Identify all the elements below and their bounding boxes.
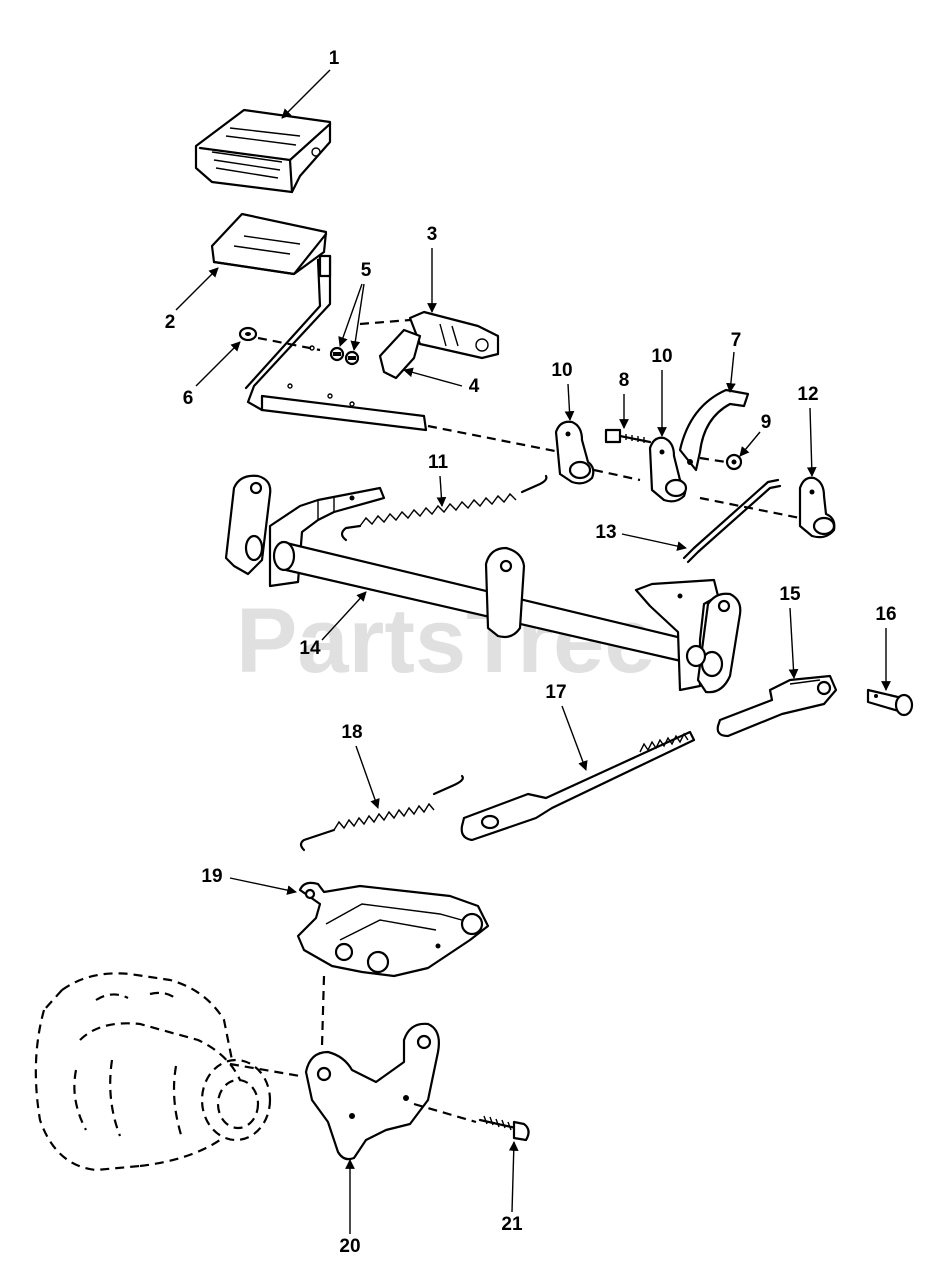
- part-13-rod: [682, 478, 782, 564]
- axle-housing-outline: [34, 972, 272, 1172]
- label-1: 1: [329, 48, 340, 69]
- part-5-nuts: [329, 346, 360, 366]
- part-8-bolt: [604, 428, 652, 444]
- callout-7: 7: [726, 330, 742, 393]
- label-12: 12: [797, 384, 818, 405]
- label-3: 3: [427, 224, 438, 245]
- callout-5: 5: [338, 260, 372, 351]
- part-3-bracket: [359, 310, 500, 380]
- callout-16: 16: [875, 604, 897, 691]
- callout-3: 3: [427, 224, 438, 313]
- label-18: 18: [341, 722, 362, 743]
- callout-4: 4: [403, 367, 480, 397]
- part-14-cross-shaft: [224, 474, 742, 694]
- label-6: 6: [183, 388, 194, 409]
- part-6-washer: [238, 326, 321, 352]
- part-11-spring: [340, 474, 548, 542]
- callout-14: 14: [299, 591, 367, 659]
- part-19-caliper: [296, 881, 490, 1047]
- callout-17: 17: [545, 682, 588, 771]
- callout-10-left: 10: [551, 360, 575, 421]
- label-20: 20: [339, 1236, 360, 1257]
- label-8: 8: [619, 370, 630, 391]
- callout-1: 1: [281, 48, 340, 119]
- callout-20: 20: [339, 1159, 361, 1257]
- label-14: 14: [299, 638, 321, 659]
- label-7: 7: [731, 330, 742, 351]
- part-12-arm: [798, 476, 836, 539]
- label-10-left: 10: [551, 360, 572, 381]
- part-20-mount-bracket: [229, 1022, 477, 1161]
- callout-18: 18: [341, 722, 380, 809]
- callout-19: 19: [201, 866, 297, 895]
- part-10-arm-right: [648, 436, 688, 503]
- label-2: 2: [165, 312, 176, 333]
- part-21-bolt: [478, 1115, 530, 1142]
- callout-8: 8: [619, 370, 630, 429]
- part-16-pin: [866, 688, 914, 717]
- part-9-nut: [699, 453, 743, 471]
- label-19: 19: [201, 866, 222, 887]
- callout-9: 9: [739, 412, 772, 457]
- part-2-brake-pedal: [210, 212, 332, 412]
- part-15-clevis: [716, 674, 838, 738]
- label-17: 17: [545, 682, 566, 703]
- part-7-curved-plate: [678, 388, 750, 472]
- callout-6: 6: [183, 341, 241, 409]
- label-15: 15: [779, 584, 801, 605]
- pedal-shaft: [260, 383, 801, 520]
- part-18-spring: [299, 774, 464, 852]
- callout-2: 2: [165, 267, 219, 333]
- callout-21: 21: [501, 1141, 523, 1235]
- label-21: 21: [501, 1214, 523, 1235]
- label-10-right: 10: [651, 346, 672, 367]
- callout-10-right: 10: [651, 346, 673, 437]
- part-1-pedal-pad: [194, 108, 332, 194]
- label-9: 9: [761, 412, 772, 433]
- part-17-threaded-rod: [460, 730, 696, 842]
- callout-11: 11: [428, 452, 449, 507]
- label-11: 11: [428, 452, 449, 473]
- label-16: 16: [875, 604, 896, 625]
- label-5: 5: [361, 260, 372, 281]
- callout-12: 12: [797, 384, 819, 477]
- callout-15: 15: [779, 584, 801, 679]
- label-4: 4: [469, 376, 480, 397]
- callout-13: 13: [595, 522, 687, 551]
- label-13: 13: [595, 522, 616, 543]
- part-10-arm-left: [554, 420, 595, 485]
